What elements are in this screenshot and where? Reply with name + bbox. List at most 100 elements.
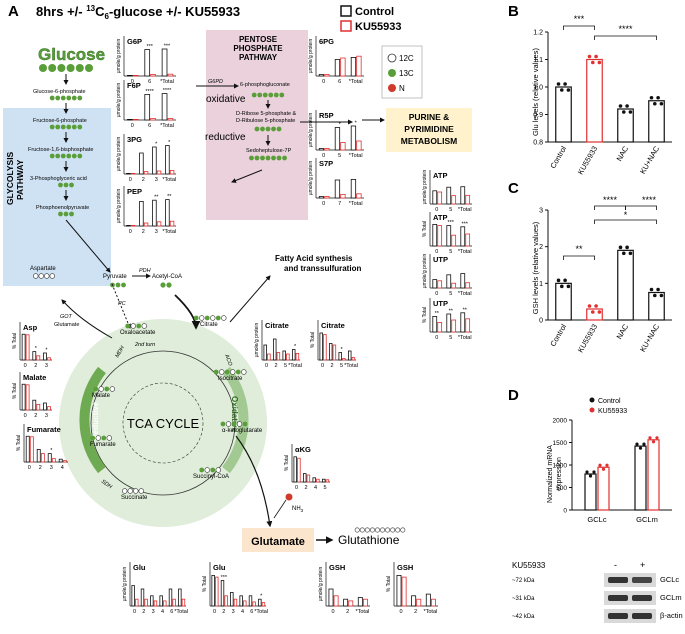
carbon-atom-icon [141, 323, 147, 329]
axis-tick-label: 3 [539, 208, 543, 215]
carbon-atom-icon [193, 315, 199, 321]
glycolysis-bg [3, 108, 111, 286]
data-point [597, 60, 602, 65]
panel-d-legend-control-dot [589, 397, 595, 403]
mini-chart-unit: % Total [12, 333, 18, 349]
mini-tick-label: 0 [435, 335, 438, 341]
mini-bar-ku [169, 220, 175, 227]
carbon-atom-icon [385, 527, 391, 533]
mini-bar-control [178, 588, 182, 607]
data-point [594, 54, 598, 59]
carbon-atom-icon [364, 527, 370, 533]
carbon-atom-icon [55, 95, 61, 101]
mini-bar-ku [261, 602, 266, 607]
n-atom-icon [388, 84, 396, 92]
mini-sig-label: ** [449, 309, 454, 315]
data-point [638, 446, 643, 450]
mini-tick-label: 2 [34, 413, 37, 419]
mini-bar-control [350, 178, 357, 199]
carbon-atom-icon [221, 315, 227, 321]
axis-tick-label: 1.1 [533, 57, 543, 64]
data-point [656, 287, 660, 292]
axis-tick-label: 0.9 [533, 112, 543, 119]
panel-c-letter: C [508, 180, 519, 197]
bar-kunac [648, 100, 665, 143]
mini-tick-label: 0 [295, 485, 298, 491]
mini-chart-unit: µmole/g protein [116, 137, 122, 172]
carbon-atom-icon [106, 435, 112, 441]
carbon-atom-icon [33, 273, 39, 279]
carbon-atom-icon [115, 282, 121, 288]
axis-tick-label: 2 [539, 244, 543, 251]
pep-carbons [58, 211, 74, 217]
panel-b-letter: B [508, 3, 519, 20]
data-point [656, 95, 660, 100]
legend-ku-swatch [340, 20, 352, 32]
carbon-atom-icon [138, 488, 144, 494]
carbon-atom-icon [374, 527, 380, 533]
mini-bar-control [328, 588, 334, 607]
panel-b-ylabel: Glu levels (relative values) [531, 48, 540, 136]
data-point [563, 82, 567, 86]
panel-d-legend-control: Control [598, 398, 621, 405]
data-point [625, 104, 629, 108]
mini-bar-ku [156, 170, 162, 175]
mini-chart-title: Malate [23, 373, 46, 382]
mini-bar-control [144, 49, 151, 77]
mini-bar-ku [437, 225, 443, 247]
axis-tick-label: 1000 [553, 463, 568, 470]
blot-lane-bg [604, 573, 656, 587]
mini-bar-control [411, 595, 417, 607]
mini-bar-control [139, 200, 144, 227]
mini-tick-label: 0 [131, 79, 134, 85]
mini-bar-control [334, 59, 341, 77]
data-point [585, 470, 589, 474]
mini-bar-ku [150, 118, 156, 121]
mini-chart-title: 3PG [127, 135, 142, 144]
mini-bar-control [126, 224, 131, 227]
mini-sig-label: * [50, 448, 53, 454]
mini-tick-label: 0 [131, 123, 134, 129]
mini-sig-label: **** [145, 89, 154, 95]
mini-chart-title: F6P [127, 81, 141, 90]
reductive-label: reductive [205, 132, 246, 143]
n-label: N [399, 84, 405, 93]
mini-bar-control [230, 592, 234, 607]
mini-tick-label: *Total [349, 201, 363, 207]
mini-tick-label: 0 [133, 609, 136, 615]
fumarate-label: Fumarate [90, 442, 116, 448]
atom-legend: 12C 13C N [381, 45, 423, 99]
carbon-atom-icon [98, 386, 104, 392]
mini-tick-label: *Total [162, 177, 176, 183]
bar-control [555, 282, 572, 321]
mini-chart-unit: µmole/g protein [122, 567, 128, 602]
sig-bracket [563, 25, 595, 30]
carbon-atom-icon [231, 421, 237, 427]
mini-tick-label: 2 [142, 177, 145, 183]
carbon-atom-icon [60, 95, 66, 101]
carbon-atom-icon [400, 527, 406, 533]
mini-chart-unit: % Total [16, 435, 22, 451]
r5p-label-2: D-Ribulose 5-phosphate [236, 118, 295, 124]
mini-bar-ku [356, 140, 362, 151]
mini-bar-ku [156, 221, 162, 227]
panel-a-title-post: -glucose +/- KU55933 [109, 4, 240, 19]
mini-chart-unit: % Total [284, 455, 290, 471]
mini-bar-ku [451, 234, 457, 247]
fbp-label: Fructose-1,6-bisphosphate [28, 147, 93, 153]
mini-bar-ku [342, 358, 346, 361]
mini-bar-control [161, 48, 168, 77]
mini-bar-ku [465, 318, 471, 333]
carbon-atom-icon [95, 435, 101, 441]
data-point [659, 293, 664, 298]
data-point [601, 467, 606, 471]
mini-tick-label: 2 [39, 465, 42, 471]
mini-tick-label: 2 [305, 485, 308, 491]
axis-tick-label: 2000 [553, 418, 568, 425]
